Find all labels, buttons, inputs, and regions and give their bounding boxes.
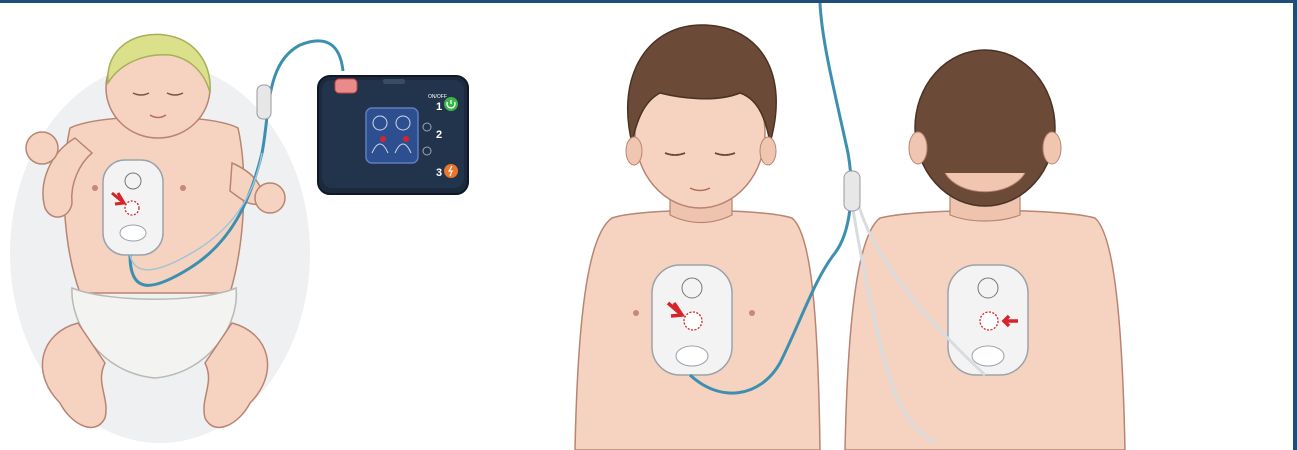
infant-left-hand (26, 132, 58, 164)
child-front-chest-pad (652, 265, 732, 375)
aed-device: ON/OFF 1 2 3 (318, 76, 468, 194)
aed-step-1: 1 (436, 101, 442, 113)
aed-step-3: 3 (436, 167, 442, 179)
aed-pad-placement-illustration: ON/OFF 1 2 3 (0, 3, 1293, 450)
child-back-pad (948, 265, 1028, 375)
child-front-figure (575, 25, 820, 450)
child-back-figure (845, 50, 1125, 450)
infant-right-hand (255, 183, 285, 213)
aed-onoff-label: ON/OFF (428, 94, 447, 100)
cable-connector (257, 85, 271, 119)
aed-screen (366, 108, 418, 163)
infant-chest-pad (103, 160, 163, 255)
cable-connector (844, 171, 860, 211)
aed-step-2: 2 (436, 129, 442, 141)
aed-pad-connector (335, 79, 357, 93)
